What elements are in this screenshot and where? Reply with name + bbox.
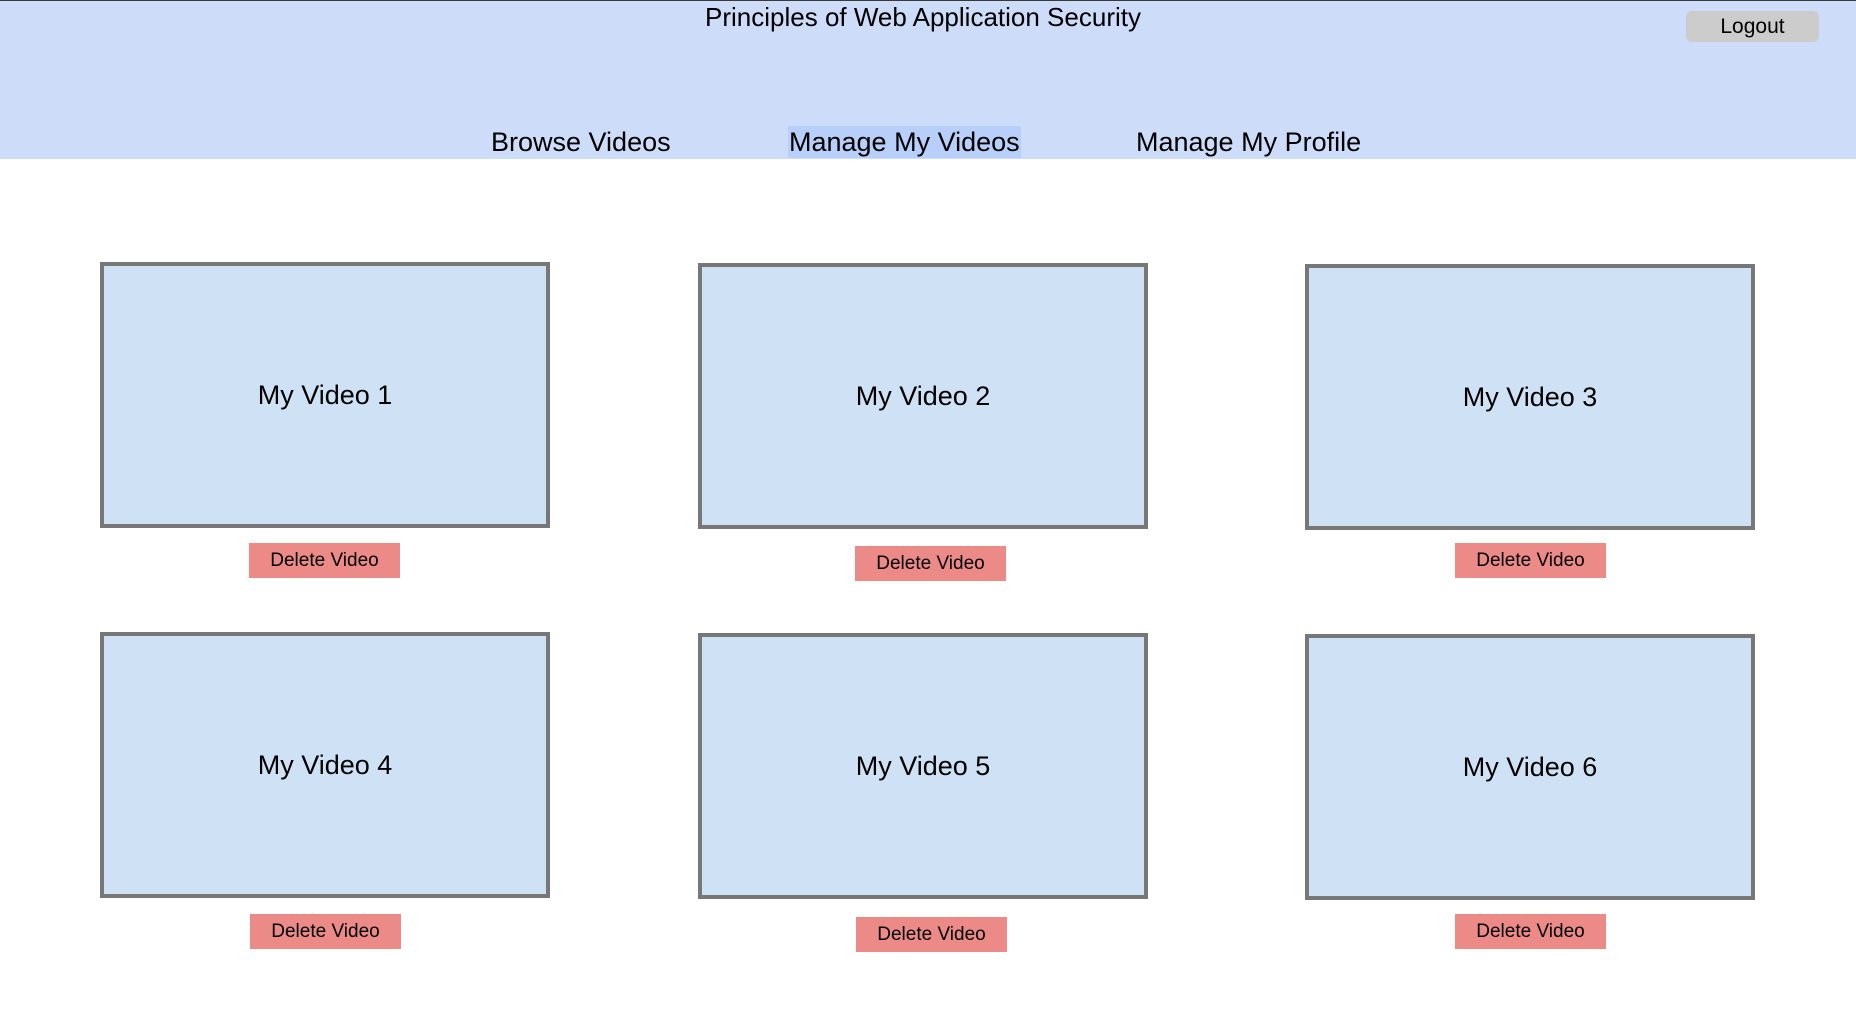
tab-manage-my-profile[interactable]: Manage My Profile <box>1136 127 1362 157</box>
video-title: My Video 4 <box>257 749 393 780</box>
app-title: Principles of Web Application Security <box>705 2 1141 32</box>
header-bar: Principles of Web Application Security L… <box>0 0 1856 159</box>
tab-manage-my-videos[interactable]: Manage My Videos <box>788 126 1021 158</box>
video-title: My Video 1 <box>257 379 393 410</box>
video-title: My Video 5 <box>855 750 991 781</box>
delete-video-button[interactable]: Delete Video <box>1455 543 1606 578</box>
delete-video-button[interactable]: Delete Video <box>249 543 400 578</box>
video-card[interactable]: My Video 6 <box>1305 634 1755 900</box>
logout-button[interactable]: Logout <box>1686 11 1819 42</box>
delete-video-button[interactable]: Delete Video <box>250 914 401 949</box>
delete-video-button[interactable]: Delete Video <box>1455 914 1606 949</box>
video-card[interactable]: My Video 4 <box>100 632 550 898</box>
delete-video-button[interactable]: Delete Video <box>855 546 1006 581</box>
video-title: My Video 6 <box>1462 751 1598 782</box>
video-title: My Video 2 <box>855 380 991 411</box>
video-card[interactable]: My Video 3 <box>1305 264 1755 530</box>
video-card[interactable]: My Video 1 <box>100 262 550 528</box>
video-card[interactable]: My Video 2 <box>698 263 1148 529</box>
delete-video-button[interactable]: Delete Video <box>856 917 1007 952</box>
video-card[interactable]: My Video 5 <box>698 633 1148 899</box>
video-title: My Video 3 <box>1462 381 1598 412</box>
tab-browse-videos[interactable]: Browse Videos <box>491 127 671 157</box>
